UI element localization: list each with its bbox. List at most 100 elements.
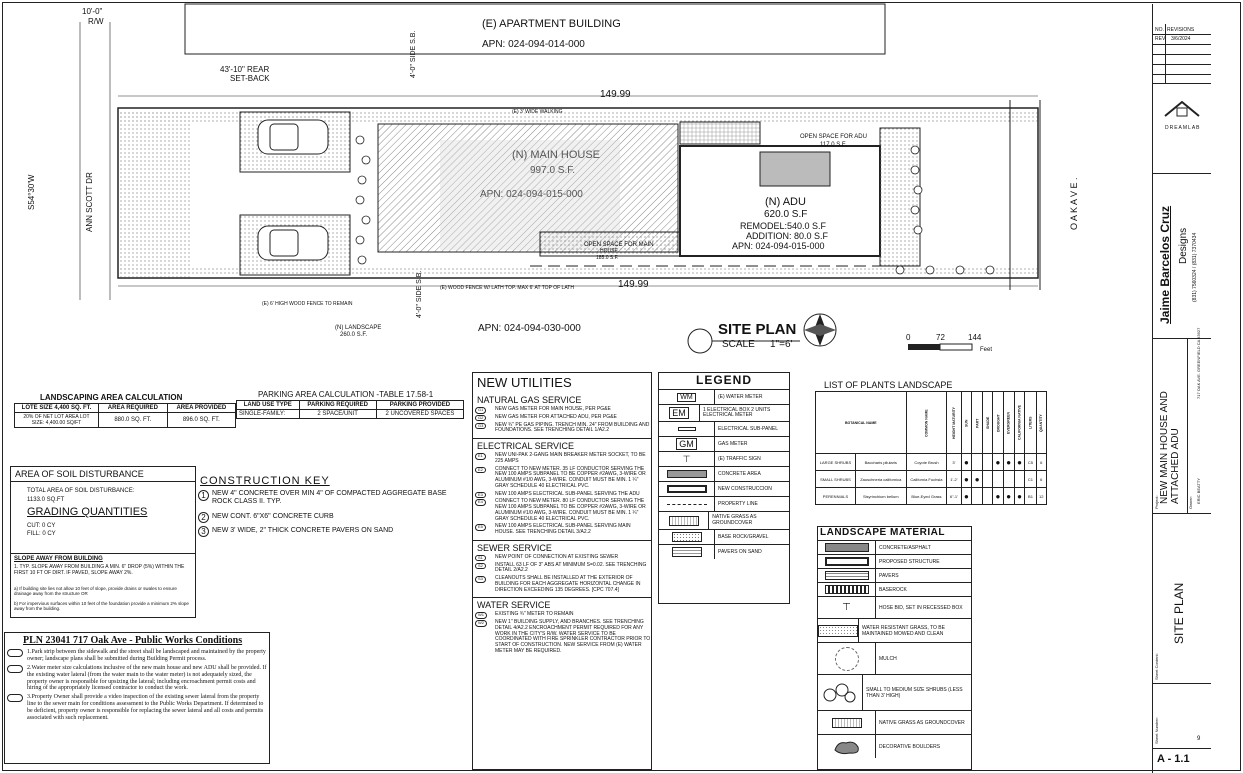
boulders-icon [833, 741, 859, 754]
material-item: MULCH [818, 642, 971, 674]
open-space-main-area: 185.0 S.F. [596, 255, 619, 261]
gas-meter-icon: GM [676, 438, 697, 450]
rear-setback-2: SET-BACK [230, 74, 270, 83]
utility-text: NEW 100 AMPS ELECTRICAL SUB-PANEL SERVIN… [495, 523, 631, 535]
utility-key: E3 [475, 491, 486, 499]
apartment-building-label: (E) APARTMENT BUILDING [482, 18, 621, 30]
site-plan-title: SITE PLAN [718, 321, 797, 338]
plant-cell: ● [1002, 453, 1015, 471]
utility-text: EXISTING ¾" METER TO REMAIN [495, 611, 574, 618]
scale-144: 144 [968, 333, 982, 342]
plant-cell: SMALL SHRUBS [815, 470, 856, 488]
plants-header: CALIFORNIA NATIVE [1014, 391, 1025, 454]
parking-table: LAND USE TYPE PARKING REQUIRED PARKING P… [236, 400, 465, 419]
parking-cell: 2 UNCOVERED SPACES [375, 409, 465, 419]
public-works-text: 1.Park strip between the sidewalk and th… [27, 649, 266, 662]
car-bottom [257, 225, 329, 261]
subpanel-icon [677, 427, 696, 431]
legend-text: PAVERS ON SAND [718, 549, 762, 555]
soil-disturbance-box: AREA OF SOIL DISTURBANCE TOTAL AREA OF S… [10, 466, 196, 618]
material-text: HOSE BID, SET IN RECESSED BOX [879, 604, 963, 611]
material-item: CONCRETE/ASPHALT [818, 540, 971, 554]
legend-text: BASE ROCK/GRAVEL [718, 534, 769, 540]
open-space-adu-area: 117.0 S.F. [820, 142, 847, 148]
main-house-footprint [377, 123, 679, 253]
rw-dimension: 10'-0" [82, 7, 103, 16]
plant-cell: C1 [1024, 470, 1037, 488]
material-item: NATIVE GRASS AS GROUNDCOVER [818, 710, 971, 734]
plants-header: LITERS [1024, 391, 1037, 454]
legend-item: PAVERS ON SAND [659, 544, 789, 559]
designer-name: Jaime Barcelos Cruz [1158, 205, 1172, 324]
parking-header: LAND USE TYPE [236, 400, 300, 410]
utility-key: G2 [475, 414, 487, 422]
plant-cell: Blue-Eyed Grass [905, 487, 948, 505]
utility-text: NEW GAS METER FOR MAIN HOUSE, PER PG&E [495, 406, 611, 412]
plant-cell: ● [1013, 453, 1026, 471]
grading-title: GRADING QUANTITIES [27, 506, 148, 518]
public-works-list: 1.Park strip between the sidewalk and th… [7, 649, 267, 722]
grading-fill: FILL: 0 CY [27, 531, 56, 537]
public-works-box: PLN 23041 717 Oak Ave - Public Works Con… [4, 632, 270, 764]
plant-cell: 6"-1' [946, 487, 962, 505]
construction-number: 2 [198, 512, 209, 523]
plant-cell: 3' [946, 453, 962, 471]
main-house-title: (N) MAIN HOUSE [512, 149, 600, 161]
public-works-text: 2.Water meter size calculations inclusiv… [27, 664, 267, 692]
landscape-material-title: LANDSCAPE MATERIAL [820, 527, 945, 538]
concrete-icon [824, 543, 869, 552]
rev-1: REV [1155, 36, 1166, 42]
hose-bib-icon: ⊤ [842, 602, 851, 613]
plants-header: SHADE [982, 391, 993, 454]
parking-title: PARKING AREA CALCULATION -TABLE 17.58-1 [258, 390, 434, 399]
material-item: DECORATIVE BOULDERS [818, 734, 971, 758]
sheet-number: A - 1.1 [1157, 753, 1190, 765]
slope-item-1: 1. TYP. SLOPE AWAY FROM BUILDING A MIN. … [14, 564, 185, 576]
open-space-main [539, 231, 681, 257]
shrubs [355, 135, 995, 275]
plant-cell: ● [1013, 487, 1026, 505]
adu-area: 620.0 S.F [764, 209, 808, 220]
landscaping-cell: 20% OF NET LOT AREA LOT SIZE: 4,400.00 S… [14, 412, 99, 428]
car-top [257, 119, 329, 155]
rev-no-label: NO. [1155, 27, 1164, 33]
project-name: NEW MAIN HOUSE AND ATTACHED ADU [1159, 391, 1181, 504]
logo-block: DREAMLAB [1153, 84, 1211, 174]
utility-key: E4 [475, 499, 486, 506]
native-grass-icon [831, 717, 862, 728]
scale-72: 72 [936, 333, 945, 342]
driveway [120, 110, 190, 278]
parking-cell: SINGLE-FAMILY: [236, 409, 300, 419]
mulch-icon [834, 646, 859, 671]
parking-header: PARKING REQUIRED [298, 400, 377, 410]
plant-cell: ● [992, 453, 1004, 471]
material-text: DECORATIVE BOULDERS [879, 743, 941, 750]
landscape-area [679, 121, 761, 145]
construction-text: NEW CONT. 6"X6" CONCRETE CURB [212, 513, 334, 520]
utility-text: NEW ¾" PE GAS PIPING. TRENCH MIN. 24" FR… [495, 421, 650, 434]
soil-title: AREA OF SOIL DISTURBANCE [15, 469, 144, 479]
side-setback-top: 4'-0" SIDE S.B. [410, 30, 417, 78]
plant-cell: 12 [1035, 487, 1048, 505]
apartment-building-outline [184, 3, 886, 55]
material-text: BASEROCK [879, 586, 907, 593]
electrical-meter-icon: EM [669, 407, 689, 419]
construction-list: 1 NEW 4" CONCRETE OVER MIN 4" OF COMPACT… [198, 490, 458, 548]
landscaping-cell: 880.0 SQ. FT. [98, 412, 168, 428]
baserock-icon [824, 585, 869, 594]
street-left: ANN SCOTT DR [85, 172, 94, 232]
material-text: PROPOSED STRUCTURE [879, 558, 940, 565]
legend-item: ELECTRICAL SUB-PANEL [659, 421, 789, 436]
scale-unit: Feet [980, 347, 993, 353]
structure-icon [824, 557, 869, 566]
utility-key: G3 [475, 422, 487, 430]
utility-item: G3 NEW ¾" PE GAS PIPING. TRENCH MIN. 24" … [473, 421, 651, 435]
plant-cell: Zauschneria californica [854, 470, 907, 488]
scale-value: 1"=6' [770, 339, 793, 350]
